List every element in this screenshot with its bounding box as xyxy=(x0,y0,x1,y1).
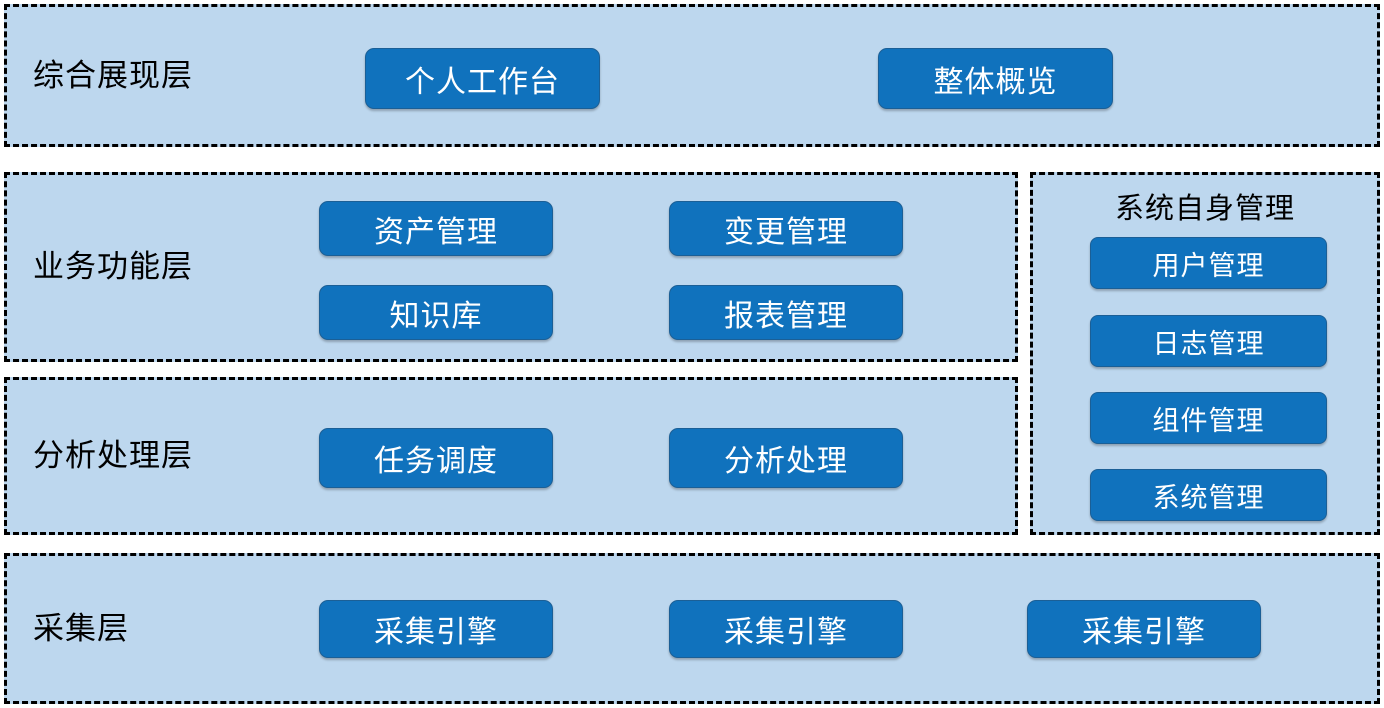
button-component-management[interactable]: 组件管理 xyxy=(1090,392,1327,444)
collection-layer-panel: 采集层 采集引擎 采集引擎 采集引擎 xyxy=(4,553,1380,704)
business-function-layer-panel: 业务功能层 资产管理 变更管理 知识库 报表管理 xyxy=(4,172,1018,362)
button-knowledge-base[interactable]: 知识库 xyxy=(319,285,553,340)
business-layer-label: 业务功能层 xyxy=(33,248,193,285)
button-overall-overview[interactable]: 整体概览 xyxy=(878,48,1113,109)
button-asset-management[interactable]: 资产管理 xyxy=(319,201,553,256)
button-analysis-processing[interactable]: 分析处理 xyxy=(669,428,903,488)
button-personal-workbench[interactable]: 个人工作台 xyxy=(365,48,600,109)
button-collection-engine-3[interactable]: 采集引擎 xyxy=(1027,600,1261,658)
button-report-management[interactable]: 报表管理 xyxy=(669,285,903,340)
button-collection-engine-1[interactable]: 采集引擎 xyxy=(319,600,553,658)
presentation-layer-panel: 综合展现层 个人工作台 整体概览 xyxy=(4,4,1380,147)
button-collection-engine-2[interactable]: 采集引擎 xyxy=(669,600,903,658)
analysis-layer-label: 分析处理层 xyxy=(33,437,193,474)
button-system-management[interactable]: 系统管理 xyxy=(1090,469,1327,521)
collection-layer-label: 采集层 xyxy=(33,610,129,647)
button-change-management[interactable]: 变更管理 xyxy=(669,201,903,256)
analysis-processing-layer-panel: 分析处理层 任务调度 分析处理 xyxy=(4,377,1018,535)
system-management-panel: 系统自身管理 用户管理 日志管理 组件管理 系统管理 xyxy=(1030,172,1380,535)
button-log-management[interactable]: 日志管理 xyxy=(1090,315,1327,367)
button-task-scheduling[interactable]: 任务调度 xyxy=(319,428,553,488)
system-management-title: 系统自身管理 xyxy=(1114,191,1295,225)
button-user-management[interactable]: 用户管理 xyxy=(1090,237,1327,289)
presentation-layer-label: 综合展现层 xyxy=(33,57,193,94)
